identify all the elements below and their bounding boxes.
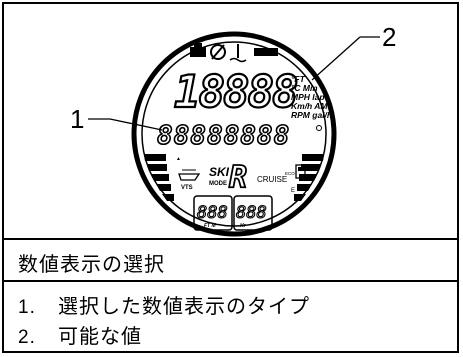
legend-item: 1. 選択した数値表示のタイプ [18, 290, 310, 319]
fuel-full-label: F [303, 155, 307, 161]
vts-label: VTS [181, 185, 193, 191]
left-bar-gauge [144, 154, 174, 201]
degree-indicator [316, 125, 322, 131]
engine-icon [190, 43, 206, 57]
callout-2-leader [311, 36, 361, 81]
gauge-illustration: 18888 °FT °C Min MPH lap Km/h AM RPM gal… [70, 22, 396, 237]
unit-label-5: RPM gal/h [291, 110, 332, 120]
legend-list: 1. 選択した数値表示のタイプ 2. 可能な値 [4, 284, 457, 351]
unit-label-3: MPH lap [291, 92, 325, 102]
figure-frame: 18888 °FT °C Min MPH lap Km/h AM RPM gal… [2, 2, 459, 353]
callout-1: 1 [70, 104, 84, 134]
ski-boat-icon [178, 169, 201, 181]
legend-number: 1. [18, 297, 36, 318]
right-bar-gauge [294, 154, 324, 201]
gauge-outer-ring [131, 31, 337, 237]
gauge-figure: 18888 °FT °C Min MPH lap Km/h AM RPM gal… [4, 4, 457, 240]
eco-label: ECO [285, 171, 295, 176]
small-arrow-marker: ▲ [176, 156, 181, 162]
legend-text: 選択した数値表示のタイプ [58, 294, 310, 318]
main-digits: 18888 [174, 67, 297, 118]
bottom-left-window [193, 195, 233, 231]
fuel-empty-label: E [291, 188, 295, 194]
figure-caption: 数値表示の選択 [18, 252, 165, 276]
unit-label-1: °FT [291, 74, 306, 84]
unit-label-2: °C Min [291, 83, 318, 93]
battery-icon [254, 48, 278, 56]
figure-caption-bar: 数値表示の選択 [4, 240, 457, 282]
legend-number: 2. [18, 327, 36, 348]
legend-item: 2. 可能な値 [18, 320, 142, 349]
bottom-right-unit: Hr [240, 223, 247, 229]
bottom-right-digits: 888 [236, 203, 267, 223]
callout-2: 2 [382, 22, 396, 52]
cruise-label: CRUISE [257, 175, 287, 184]
bottom-left-digits: 888 [197, 203, 228, 223]
oil-pressure-icon [210, 44, 226, 60]
coolant-temp-icon [229, 44, 247, 63]
bottom-left-unit: FT M [204, 223, 216, 229]
unit-label-4: Km/h AM [291, 101, 328, 111]
bottom-right-window [233, 195, 273, 231]
alnum-display-row: 88888888 [157, 121, 290, 151]
legend-text: 可能な値 [58, 324, 142, 348]
ski-label: SKI [209, 165, 230, 179]
callout-1-leader [109, 118, 163, 131]
fuel-pump-icon [295, 164, 306, 179]
gear-indicator: R [229, 160, 247, 195]
mode-label: MODE [209, 181, 227, 187]
